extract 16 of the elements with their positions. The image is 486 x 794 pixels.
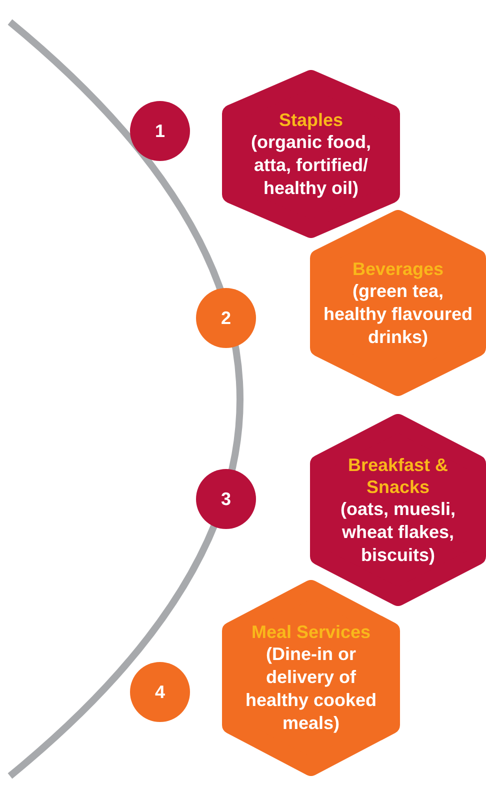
category-hexagon (222, 580, 400, 776)
category-hexagon (310, 210, 486, 396)
category-title: Staples (278, 108, 344, 130)
category-title: Beverages (352, 258, 444, 280)
category-examples: (Dine-in or delivery of healthy cooked meals) (244, 643, 378, 735)
category-examples: (green tea, healthy flavoured drinks) (323, 280, 473, 348)
category-examples: (oats, muesli, wheat flakes, biscuits) (339, 498, 457, 566)
category-title: Meal Services (251, 621, 371, 643)
category-hexagon (310, 414, 486, 606)
step-number: 2 (220, 306, 232, 330)
step-number: 4 (154, 680, 166, 704)
step-number: 3 (220, 488, 232, 510)
category-examples: (organic food, atta, fortified/ healthy oil) (250, 130, 372, 200)
category-title: Breakfast & Snacks (346, 454, 450, 498)
step-number: 1 (154, 120, 166, 142)
category-hexagon (222, 70, 400, 238)
